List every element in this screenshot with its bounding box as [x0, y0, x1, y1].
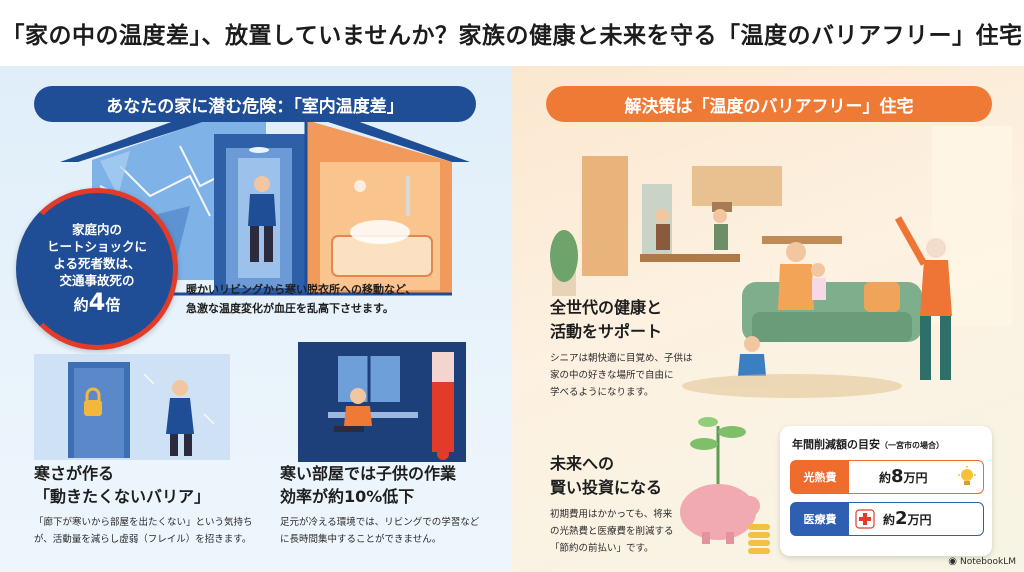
stat-line: 交通事故死の: [59, 272, 135, 288]
savings-title: 年間削減額の目安（一宮市の場合）: [792, 438, 944, 451]
notebooklm-brand: ◉ NotebookLM: [948, 556, 1016, 567]
warm-living-illustration: [550, 126, 1012, 554]
stat-prefix: 約: [73, 295, 89, 314]
notebooklm-logo-icon: ◉: [948, 556, 957, 567]
page-title-bar: 「家の中の温度差」、放置していませんか？家族の健康と未来を守る「温度のバリアフリ…: [0, 0, 1024, 66]
stat-line: よる死者数は、: [53, 255, 141, 271]
invest-body: 初期費用はかかっても、将来 の光熱費と医療費を削減する 「節約の前払い」です。: [550, 509, 674, 554]
heatshock-stat-badge: 家庭内の ヒートショックに よる死者数は、 交通事故死の 約4倍: [16, 188, 178, 350]
stat-number: 4: [88, 287, 106, 316]
cold-door-illustration: [34, 354, 230, 460]
invest-heading: 未来への 賢い投資になる: [550, 454, 663, 497]
savings-row-medical: 医療費 約2万円: [790, 502, 984, 536]
barrier-body: 「廊下が寒いから部屋を出たくない」という気持ち が、活動量を減らし虚弱（フレイル…: [34, 517, 253, 545]
study-body: 足元が冷える環境では、リビングでの学習など に長時間集中することができません。: [280, 517, 480, 545]
solution-banner: 解決策は「温度のバリアフリー」住宅: [546, 86, 992, 122]
house-illustration: [60, 88, 470, 296]
medical-label: 医療費: [791, 503, 849, 535]
lightbulb-icon: [958, 466, 976, 485]
savings-title-note: （一宮市の場合）: [880, 441, 944, 450]
stat-line: 家庭内の: [71, 221, 122, 237]
savings-card: 年間削減額の目安（一宮市の場合） 光熱費 約8万円 医療費: [780, 426, 992, 556]
cold-study-illustration: [298, 342, 466, 462]
left-panel-danger: あなたの家に潜む危険：「室内温度差」 家庭内の ヒートショックに よる死者数は、…: [0, 66, 512, 572]
support-body: シニアは朝快適に目覚め、子供は 家の中の好きな場所で自由に 学べるようになります…: [550, 353, 693, 398]
support-heading: 全世代の健康と 活動をサポート: [550, 298, 663, 341]
right-panel-solution: 解決策は「温度のバリアフリー」住宅 全世代の健康と 活動をサポート シニアは朝快…: [512, 66, 1024, 572]
medical-cross-icon: [855, 509, 875, 529]
house-caption: 暖かいリビングから寒い脱衣所への移動など、 急激な温度変化が血圧を乱高下させます…: [186, 283, 417, 315]
stat-suffix: 倍: [105, 295, 121, 314]
utilities-amount: 約8万円: [879, 466, 928, 487]
barrier-heading: 寒さが作る 「動きたくないバリア」: [34, 464, 211, 506]
stat-line: ヒートショックに: [46, 238, 147, 254]
page-title: 「家の中の温度差」、放置していませんか？家族の健康と未来を守る「温度のバリアフリ…: [1, 23, 1023, 49]
study-heading: 寒い部屋では子供の作業 効率が約10%低下: [280, 464, 457, 506]
savings-row-utilities: 光熱費 約8万円: [790, 460, 984, 494]
utilities-label: 光熱費: [791, 461, 849, 493]
danger-banner: あなたの家に潜む危険：「室内温度差」: [34, 86, 476, 122]
medical-amount: 約2万円: [883, 508, 932, 529]
